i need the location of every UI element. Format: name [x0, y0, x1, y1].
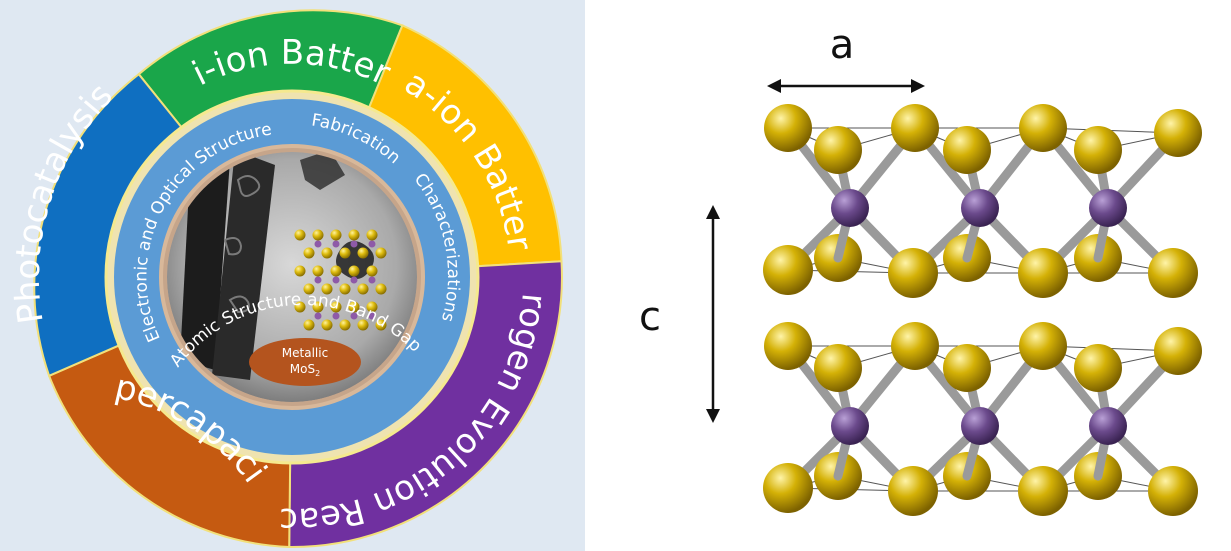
bottom-layer-sulfur-atom	[1018, 466, 1068, 516]
core-sulfur-atom	[375, 283, 387, 295]
tem-micrograph	[167, 152, 417, 402]
bottom-layer-sulfur-atom	[763, 463, 813, 513]
core-molybdenum-atom	[314, 312, 322, 320]
bottom-layer-molybdenum-atom	[961, 407, 999, 445]
bottom-layer-sulfur-atom	[764, 322, 812, 370]
core-sulfur-atom	[303, 319, 315, 331]
core-molybdenum-atom	[332, 276, 340, 284]
applications-ring-panel: Metallic MoS2 Li-ion Battery Na-ion Batt…	[0, 0, 585, 551]
top-layer-sulfur-atom	[764, 104, 812, 152]
metallic-mos2-oval	[249, 338, 361, 386]
top-layer-sulfur-atom	[763, 245, 813, 295]
top-layer-sulfur-atom	[1154, 109, 1202, 157]
core-sulfur-atom	[294, 265, 306, 277]
core-molybdenum-atom	[314, 240, 322, 248]
core-molybdenum-atom	[368, 276, 376, 284]
mos2-layer-top	[763, 104, 1202, 298]
lattice-c-arrow	[706, 205, 720, 423]
top-layer-sulfur-atom	[888, 248, 938, 298]
bottom-layer-sulfur-atom	[814, 344, 862, 392]
core-sulfur-atom	[375, 247, 387, 259]
core-sulfur-atom	[294, 229, 306, 241]
core-sulfur-atom	[330, 265, 342, 277]
core-sulfur-atom	[339, 319, 351, 331]
core-sulfur-atom	[366, 265, 378, 277]
center-label-mos2: MoS2	[290, 362, 320, 378]
bottom-layer-molybdenum-atom	[831, 407, 869, 445]
core-sulfur-atom	[312, 265, 324, 277]
core-molybdenum-atom	[332, 312, 340, 320]
top-layer-sulfur-atom	[943, 126, 991, 174]
lattice-c-label: c	[639, 294, 661, 340]
core-sulfur-atom	[348, 265, 360, 277]
core-sulfur-atom	[366, 229, 378, 241]
core-sulfur-atom	[303, 247, 315, 259]
core-sulfur-atom	[348, 301, 360, 313]
mos2-layer-bottom	[763, 322, 1202, 516]
core-sulfur-atom	[357, 283, 369, 295]
top-layer-molybdenum-atom	[961, 189, 999, 227]
top-layer-sulfur-atom	[1019, 104, 1067, 152]
bottom-layer-sulfur-atom	[891, 322, 939, 370]
mos2-lattice-diagram: a c	[639, 22, 1202, 516]
core-sulfur-atom	[348, 229, 360, 241]
lattice-a-arrow	[767, 79, 925, 93]
core-molybdenum-atom	[368, 312, 376, 320]
core-molybdenum-atom	[332, 240, 340, 248]
bottom-layer-sulfur-atom	[888, 466, 938, 516]
bottom-layer-sulfur-atom	[943, 344, 991, 392]
top-layer-sulfur-atom	[1148, 248, 1198, 298]
core-sulfur-atom	[294, 301, 306, 313]
top-layer-sulfur-atom	[1018, 248, 1068, 298]
top-layer-sulfur-atom	[814, 126, 862, 174]
core-molybdenum-atom	[314, 276, 322, 284]
core-molybdenum-atom	[350, 240, 358, 248]
top-layer-sulfur-atom	[891, 104, 939, 152]
bottom-layer-sulfur-atom	[1019, 322, 1067, 370]
core-sulfur-atom	[357, 319, 369, 331]
core-molybdenum-atom	[350, 276, 358, 284]
core-sulfur-atom	[330, 229, 342, 241]
bottom-layer-sulfur-atom	[1148, 466, 1198, 516]
core-sulfur-atom	[312, 301, 324, 313]
core-sulfur-atom	[366, 301, 378, 313]
core-molybdenum-atom	[368, 240, 376, 248]
core-sulfur-atom	[339, 283, 351, 295]
core-sulfur-atom	[321, 283, 333, 295]
bottom-layer-sulfur-atom	[1154, 327, 1202, 375]
top-layer-molybdenum-atom	[831, 189, 869, 227]
lattice-a-label: a	[830, 22, 855, 68]
core-sulfur-atom	[330, 301, 342, 313]
bottom-layer-sulfur-atom	[1074, 344, 1122, 392]
core-lattice-overlay	[294, 229, 387, 331]
core-sulfur-atom	[375, 319, 387, 331]
core-sulfur-atom	[312, 229, 324, 241]
bottom-layer-molybdenum-atom	[1089, 407, 1127, 445]
applications-ring-diagram: Metallic MoS2 Li-ion Battery Na-ion Batt…	[0, 0, 563, 549]
top-layer-sulfur-atom	[1074, 126, 1122, 174]
core-molybdenum-atom	[350, 312, 358, 320]
core-sulfur-atom	[357, 247, 369, 259]
center-label-metallic: Metallic	[282, 346, 328, 360]
top-layer-molybdenum-atom	[1089, 189, 1127, 227]
core-sulfur-atom	[321, 319, 333, 331]
core-sulfur-atom	[339, 247, 351, 259]
core-sulfur-atom	[303, 283, 315, 295]
core-sulfur-atom	[321, 247, 333, 259]
